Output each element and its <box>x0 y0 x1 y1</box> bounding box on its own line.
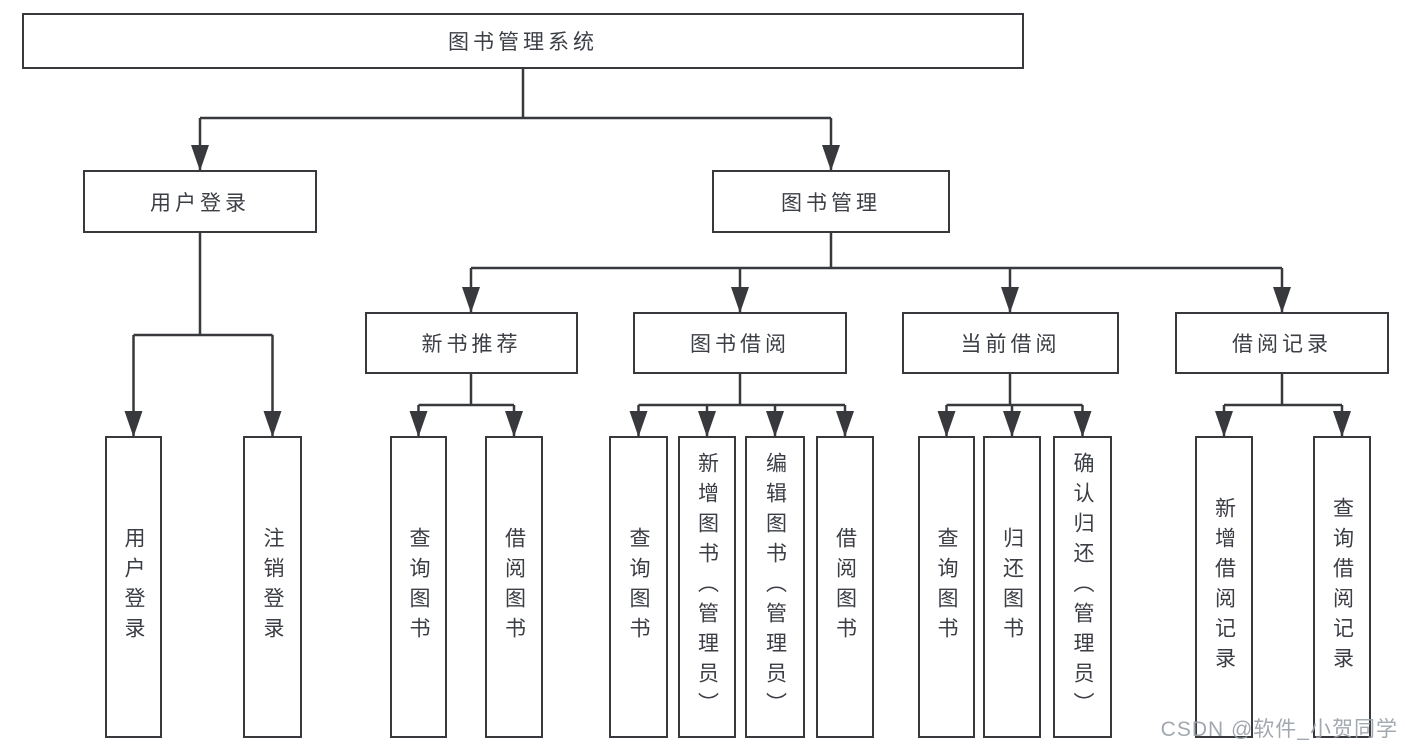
csdn-watermark: CSDN @软件_小贺同学 <box>1160 718 1398 741</box>
leaf-borrow-books-2-label: 借阅图书 <box>833 527 857 647</box>
leaf-query-books-1: 查询图书 <box>390 436 447 738</box>
node-current-borrowing-label: 当前借阅 <box>960 333 1061 356</box>
node-book-management-label: 图书管理 <box>781 191 881 215</box>
leaf-borrow-books-2: 借阅图书 <box>816 436 874 738</box>
leaf-confirm-return-admin: 确认归还（管理员） <box>1053 436 1112 738</box>
node-new-book-recommend: 新书推荐 <box>365 312 578 374</box>
leaf-edit-books-admin: 编辑图书（管理员） <box>745 436 805 738</box>
node-system-root-label: 图书管理系统 <box>448 31 598 54</box>
connector-new-book-to-leaves <box>409 374 523 437</box>
leaf-query-borrow-record-label: 查询借阅记录 <box>1330 497 1354 677</box>
connector-borrow-records-to-leaves <box>1215 374 1351 437</box>
node-book-management: 图书管理 <box>712 170 950 233</box>
leaf-borrow-books-1: 借阅图书 <box>485 436 543 738</box>
leaf-return-books-label: 归还图书 <box>1000 527 1024 647</box>
connector-user-login-to-leaves <box>124 233 282 437</box>
node-book-borrowing-label: 图书借阅 <box>690 333 790 356</box>
node-current-borrowing: 当前借阅 <box>902 312 1119 374</box>
node-system-root: 图书管理系统 <box>22 13 1024 69</box>
leaf-query-books-2: 查询图书 <box>609 436 668 738</box>
node-book-borrowing: 图书借阅 <box>633 312 847 374</box>
leaf-user-login-label: 用户登录 <box>122 527 145 647</box>
leaf-add-borrow-record: 新增借阅记录 <box>1195 436 1253 738</box>
leaf-borrow-books-1-label: 借阅图书 <box>502 527 526 647</box>
node-borrowing-records-label: 借阅记录 <box>1232 333 1332 356</box>
leaf-logout-label: 注销登录 <box>261 527 284 647</box>
leaf-add-books-admin-label: 新增图书（管理员） <box>695 452 719 722</box>
connector-root-to-level2 <box>191 69 840 171</box>
node-borrowing-records: 借阅记录 <box>1175 312 1389 374</box>
connector-current-borrow-to-leaves <box>937 374 1092 437</box>
leaf-query-books-3: 查询图书 <box>918 436 975 738</box>
node-user-login-label: 用户登录 <box>150 191 250 215</box>
connector-book-mgmt-to-level3 <box>462 233 1291 313</box>
leaf-query-books-1-label: 查询图书 <box>407 527 430 647</box>
leaf-confirm-return-admin-label: 确认归还（管理员） <box>1071 452 1094 722</box>
leaf-add-borrow-record-label: 新增借阅记录 <box>1212 497 1236 677</box>
leaf-query-books-2-label: 查询图书 <box>627 527 650 647</box>
node-new-book-recommend-label: 新书推荐 <box>421 333 522 356</box>
leaf-add-books-admin: 新增图书（管理员） <box>678 436 736 738</box>
connector-book-borrow-to-leaves <box>629 374 854 437</box>
leaf-edit-books-admin-label: 编辑图书（管理员） <box>763 452 787 722</box>
leaf-query-books-3-label: 查询图书 <box>935 527 958 647</box>
node-user-login: 用户登录 <box>83 170 317 233</box>
leaf-query-borrow-record: 查询借阅记录 <box>1313 436 1371 738</box>
leaf-return-books: 归还图书 <box>983 436 1041 738</box>
leaf-user-login: 用户登录 <box>105 436 162 738</box>
leaf-logout: 注销登录 <box>243 436 302 738</box>
